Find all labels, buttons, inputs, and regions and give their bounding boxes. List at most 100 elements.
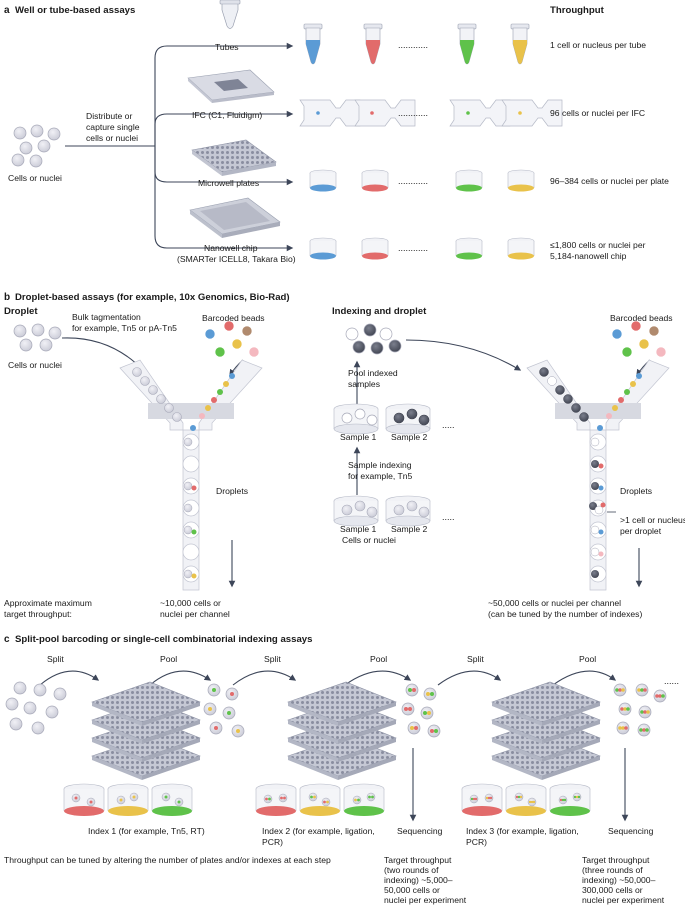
tp3-line-2: (three rounds of	[582, 865, 643, 875]
indexing-droplet-title: Indexing and droplet	[332, 306, 427, 317]
panel-b: b Droplet-based assays (for example, 10x…	[4, 292, 685, 619]
approx-throughput-1: Approximate maximum	[4, 598, 92, 608]
tp2-line-2: (two rounds of	[384, 865, 439, 875]
nanowell-row	[309, 237, 535, 260]
index-wells-1	[63, 783, 193, 816]
cells-label-b-right: Cells or nuclei	[342, 535, 396, 545]
panel-b-label: b	[4, 292, 10, 303]
barcoded-beads-label-right: Barcoded beads	[610, 313, 673, 323]
pool-indexed-1: Pool indexed	[348, 368, 398, 378]
barcoded-beads-left	[204, 320, 260, 358]
pool-cells-1	[203, 683, 245, 738]
pool-cells-3	[613, 683, 667, 737]
cells-label-b-left: Cells or nuclei	[8, 360, 62, 370]
multi-cell-2: per droplet	[620, 526, 662, 536]
panel-c-label: c	[4, 634, 10, 645]
raw-sample-cells	[341, 500, 430, 518]
plate-stack-1	[91, 681, 201, 780]
row-plates-dots: ............	[398, 176, 428, 186]
cells-cluster-c	[5, 681, 67, 735]
tp3-line-5: nuclei per experiment	[582, 895, 665, 905]
row-tubes-dots: ............	[398, 40, 428, 50]
left-throughput-1: ~10,000 cells or	[160, 598, 221, 608]
nanowell-chip-icon	[189, 197, 281, 238]
row-tubes-label: Tubes	[215, 42, 239, 52]
row-nanowell-throughput-1: ≤1,800 cells or nuclei per	[550, 240, 646, 250]
distribute-text-3: cells or nuclei	[86, 133, 138, 143]
row-plates-label: Microwell plates	[198, 178, 259, 188]
continue-dots: ......	[664, 676, 679, 686]
bulk-tagmentation-2: for example, Tn5 or pA-Tn5	[72, 323, 177, 333]
row-ifc-dots: ............	[398, 108, 428, 118]
pool-cells-2	[401, 683, 441, 738]
tube-icon	[219, 0, 241, 29]
multi-cell-1: >1 cell or nucleus	[620, 515, 685, 525]
index1-label: Index 1 (for example, Tn5, RT)	[88, 826, 205, 836]
right-channel-cells	[539, 367, 589, 422]
row-nanowell-label-1: Nanowell chip	[204, 243, 258, 253]
microwell-plate-icon	[191, 139, 277, 176]
index-wells-2	[255, 783, 385, 816]
sequencing-label-2: Sequencing	[608, 826, 654, 836]
row-tubes-throughput: 1 cell or nucleus per tube	[550, 40, 646, 50]
panel-c: c Split-pool barcoding or single-cell co…	[4, 634, 679, 905]
sample-indexing-2: for example, Tn5	[348, 471, 413, 481]
tp2-line-1: Target throughput	[384, 855, 452, 865]
pool-label-1: Pool	[160, 654, 177, 664]
tp2-line-3: indexing) ~5,000–	[384, 875, 453, 885]
bulk-tagmentation-1: Bulk tagmentation	[72, 312, 141, 322]
split-label-2: Split	[264, 654, 281, 664]
plate-stack-3	[491, 681, 601, 780]
cells-cluster-a	[11, 124, 61, 168]
distribute-text-2: capture single	[86, 122, 140, 132]
approx-throughput-2: target throughput:	[4, 609, 72, 619]
droplets-label-left: Droplets	[216, 486, 248, 496]
left-channel-cells	[132, 367, 182, 422]
ifc-row	[299, 99, 563, 127]
sample2-dark-cells	[393, 408, 430, 426]
index2-label-2: PCR)	[262, 837, 283, 847]
pool-label-3: Pool	[579, 654, 596, 664]
pooled-cells	[345, 323, 402, 355]
tp2-line-4: 50,000 cells or	[384, 885, 440, 895]
target-throughput-two-rounds: Target throughput (two rounds of indexin…	[384, 855, 467, 905]
left-droplet-contents	[183, 437, 197, 579]
row-nanowell-dots: ............	[398, 243, 428, 253]
barcoded-beads-label-left: Barcoded beads	[202, 313, 265, 323]
distribute-text-1: Distribute or	[86, 111, 132, 121]
panel-c-title: Split-pool barcoding or single-cell comb…	[15, 634, 312, 645]
tp3-line-3: indexing) ~50,000–	[582, 875, 656, 885]
row-nanowell-throughput-2: 5,184-nanowell chip	[550, 251, 627, 261]
sample1b-label: Sample 1	[340, 524, 377, 534]
tp2-line-5: nuclei per experiment	[384, 895, 467, 905]
right-throughput-2: (can be tuned by the number of indexes)	[488, 609, 642, 619]
target-throughput-three-rounds: Target throughput (three rounds of index…	[582, 855, 665, 905]
ifc-chip-icon	[187, 69, 275, 103]
sample-indexing-1: Sample indexing	[348, 460, 412, 470]
panel-b-title: Droplet-based assays (for example, 10x G…	[15, 292, 290, 303]
tube-row	[303, 23, 530, 65]
panel-a: a Well or tube-based assays Throughput C…	[4, 0, 669, 264]
sample2b-label: Sample 2	[391, 524, 428, 534]
row-nanowell-label-2: (SMARTer ICELL8, Takara Bio)	[177, 254, 296, 264]
cells-cluster-b-left	[13, 323, 62, 352]
droplets-label-right: Droplets	[620, 486, 652, 496]
index3-label-2: PCR)	[466, 837, 487, 847]
tp3-line-4: 300,000 cells or	[582, 885, 643, 895]
ifc-cells	[316, 111, 522, 115]
sequencing-label-1: Sequencing	[397, 826, 443, 836]
sample2-label: Sample 2	[391, 432, 428, 442]
right-droplet-contents	[589, 437, 606, 578]
dishes-dots-lower: .....	[442, 512, 455, 522]
row-ifc-throughput: 96 cells or nuclei per IFC	[550, 108, 645, 118]
index3-label-1: Index 3 (for example, ligation,	[466, 826, 579, 836]
pool-label-2: Pool	[370, 654, 387, 664]
left-throughput-2: nuclei per channel	[160, 609, 230, 619]
cells-label-a: Cells or nuclei	[8, 173, 62, 183]
pool-indexed-2: samples	[348, 379, 380, 389]
panel-a-title: Well or tube-based assays	[15, 5, 135, 16]
index-wells-3	[461, 783, 591, 816]
tp3-line-1: Target throughput	[582, 855, 650, 865]
sample1-white-cells	[341, 408, 378, 426]
